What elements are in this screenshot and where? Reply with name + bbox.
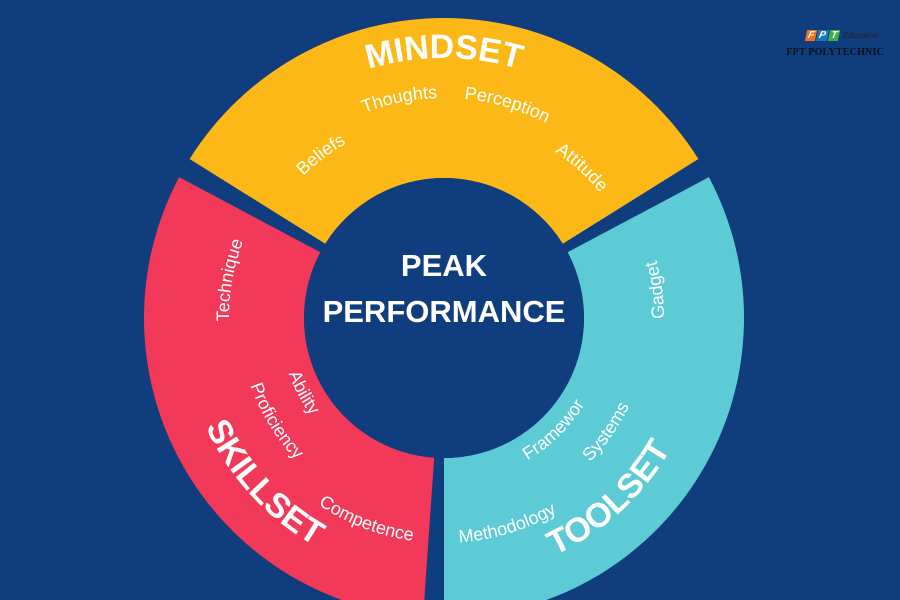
fpt-mark-letter: T <box>827 30 841 41</box>
center-title-line2: PERFORMANCE <box>323 294 566 329</box>
center-title-line1: PEAK <box>401 248 488 283</box>
toolset-segment <box>444 177 744 600</box>
fpt-polytechnic-logo: F P T Education FPT POLYTECHNIC <box>764 30 884 74</box>
logo-suffix: Education <box>842 31 879 40</box>
logo-name: FPT POLYTECHNIC <box>786 47 884 58</box>
mindset-segment <box>189 17 699 244</box>
center-circle <box>304 178 584 458</box>
skillset-segment <box>144 177 435 600</box>
fpt-mark-icon: F P T <box>804 30 841 41</box>
